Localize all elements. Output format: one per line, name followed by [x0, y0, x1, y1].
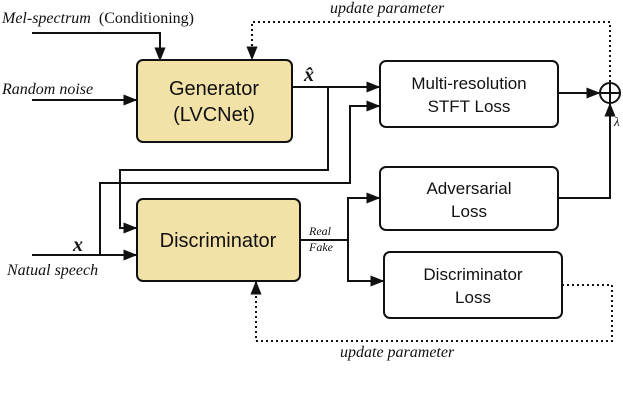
update-generator-path	[246, 21, 611, 82]
xhat-to-discriminator-arrow	[119, 87, 329, 234]
adversarial-to-sum-arrow	[558, 102, 616, 199]
generator-block	[136, 59, 293, 143]
update-parameter-top: update parameter	[330, 0, 445, 17]
x-to-stft-arrow	[99, 100, 381, 255]
conditioning-label: (Conditioning)	[99, 10, 194, 27]
disc-to-disc-loss-arrow	[347, 240, 385, 287]
sum-node	[599, 82, 621, 104]
svg-text:(LVCNet): (LVCNet)	[173, 104, 255, 126]
discriminator-title: Discriminator	[160, 230, 277, 252]
discriminator-loss-block	[383, 251, 563, 319]
stft-loss-line1: Multi-resolution	[411, 74, 526, 93]
discriminator-loss-line2: Loss	[455, 288, 491, 307]
real-label: Real	[308, 224, 332, 238]
generator-subtitle: (LVCNet)	[173, 104, 255, 126]
stft-loss-line2: STFT Loss	[428, 97, 511, 116]
natural-speech-label: Natual speech	[6, 262, 98, 279]
x-hat-symbol: x̂	[303, 64, 314, 86]
svg-text:Loss: Loss	[455, 288, 491, 307]
svg-text:STFT Loss: STFT Loss	[428, 97, 511, 116]
fake-label: Fake	[308, 240, 334, 254]
discriminator-loss-line1: Discriminator	[423, 265, 523, 284]
stft-loss-block	[379, 60, 559, 128]
svg-text:Mel-spectrum (Conditioning: Mel-spectrum (Conditioning)	[1, 10, 194, 27]
svg-text:Discriminator: Discriminator	[423, 265, 523, 284]
generator-title: Generator	[169, 78, 259, 100]
svg-text:Discriminator: Discriminator	[160, 230, 277, 252]
disc-to-adversarial-arrow	[347, 192, 381, 240]
adversarial-loss-line2: Loss	[451, 202, 487, 221]
svg-text:Generator: Generator	[169, 78, 259, 100]
update-discriminator-path	[250, 280, 613, 342]
svg-text:Adversarial: Adversarial	[426, 179, 511, 198]
mel-to-generator-arrow	[32, 32, 166, 62]
mel-spectrum-label: Mel-spectrum	[1, 10, 91, 27]
update-parameter-bottom: update parameter	[340, 344, 455, 361]
svg-text:Multi-resolution: Multi-resolution	[411, 74, 526, 93]
lambda-label: λ	[613, 114, 620, 129]
random-noise-label: Random noise	[1, 81, 93, 98]
adversarial-loss-line1: Adversarial	[426, 179, 511, 198]
x-symbol: x	[72, 234, 83, 256]
svg-text:Loss: Loss	[451, 202, 487, 221]
